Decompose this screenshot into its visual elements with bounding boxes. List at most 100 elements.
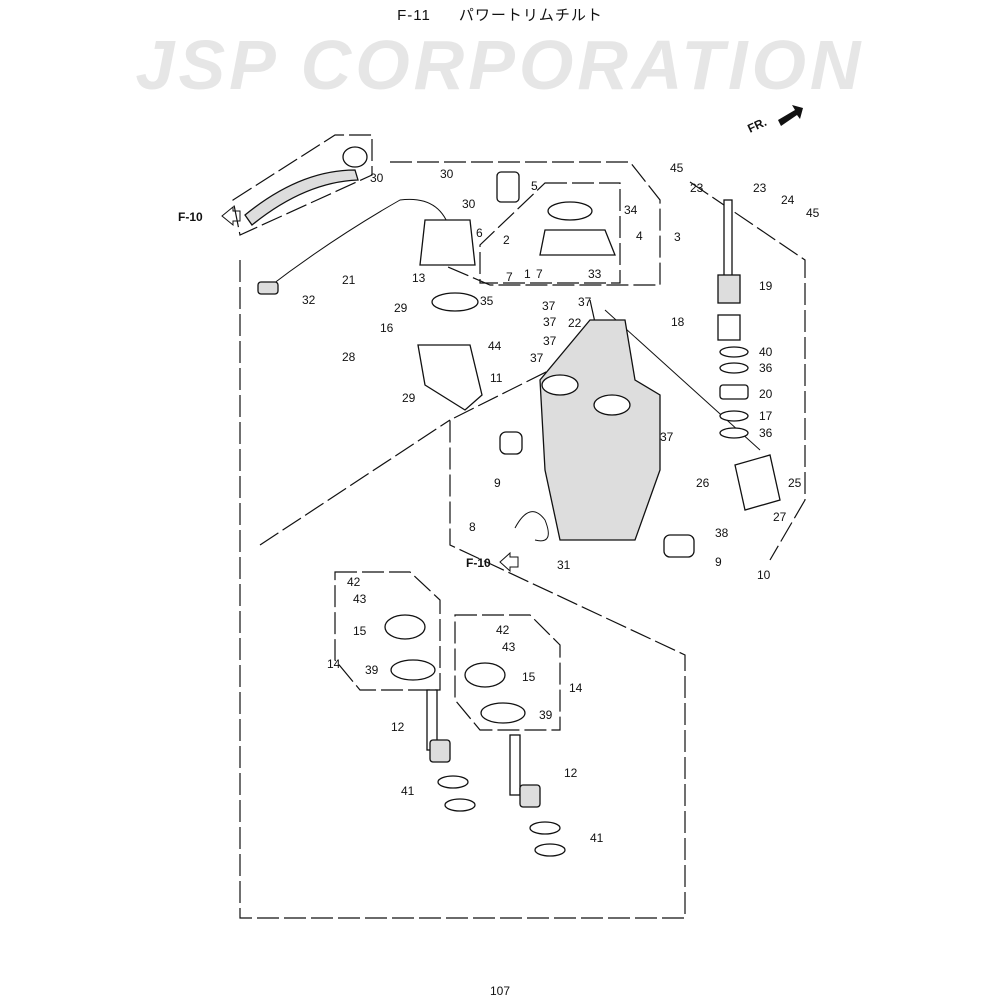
trim-cylinder-body (539, 319, 661, 541)
callout-9: 9 (715, 555, 722, 569)
hose-clamp (342, 146, 368, 168)
solenoid (496, 171, 520, 203)
cable-connector (257, 281, 279, 295)
callout-33: 33 (588, 267, 602, 281)
seal-15-left (384, 614, 426, 640)
callout-37: 37 (660, 430, 674, 444)
callout-14: 14 (327, 657, 341, 671)
ring-41-left-a (437, 775, 469, 789)
ring-36a (719, 362, 749, 374)
piston-12-left (429, 739, 451, 763)
ref-f10-top: F-10 (178, 210, 203, 224)
callout-22: 22 (568, 316, 582, 330)
callout-7: 7 (506, 270, 513, 284)
cap-20 (719, 384, 749, 400)
o-ring-35 (431, 292, 479, 312)
top-assembly-boundary (390, 161, 661, 286)
figure-title: パワートリムチルト (458, 7, 603, 24)
callout-36: 36 (759, 426, 773, 440)
ground-wire-8 (514, 511, 549, 542)
callout-11: 11 (490, 371, 503, 385)
callout-15: 15 (353, 624, 367, 638)
callout-20: 20 (759, 387, 773, 401)
callout-30: 30 (462, 197, 476, 211)
callout-9: 9 (494, 476, 501, 490)
callout-32: 32 (302, 293, 316, 307)
callout-41: 41 (590, 831, 604, 845)
callout-43: 43 (353, 592, 367, 606)
cylinder-top-left (541, 374, 579, 396)
callout-25: 25 (788, 476, 802, 490)
callout-37: 37 (543, 334, 557, 348)
callout-21: 21 (342, 273, 356, 287)
callout-14: 14 (569, 681, 583, 695)
page-number: 107 (489, 984, 511, 998)
callout-37: 37 (578, 295, 592, 309)
callout-2: 2 (503, 233, 510, 247)
callout-28: 28 (342, 350, 356, 364)
callout-8: 8 (469, 520, 476, 534)
callout-1: 1 (524, 267, 531, 281)
ring-41-right-a (529, 821, 561, 835)
callout-23: 23 (753, 181, 767, 195)
hose (244, 169, 359, 226)
callout-45: 45 (670, 161, 684, 175)
callout-39: 39 (539, 708, 553, 722)
callout-19: 19 (759, 279, 773, 293)
callout-30: 30 (370, 171, 384, 185)
tilt-rod (723, 199, 733, 281)
callout-38: 38 (715, 526, 729, 540)
callout-36: 36 (759, 361, 773, 375)
seal-15-right (464, 662, 506, 688)
callout-4: 4 (636, 229, 643, 243)
motor (419, 219, 476, 266)
callout-37: 37 (543, 315, 557, 329)
cylinder-top-right (593, 394, 631, 416)
callout-23: 23 (690, 181, 704, 195)
callout-15: 15 (522, 670, 536, 684)
callout-37: 37 (542, 299, 556, 313)
right-boundary (689, 181, 806, 561)
manual-valve-25 (734, 454, 781, 511)
callout-7: 7 (536, 267, 543, 281)
filter-9-bottom (663, 534, 695, 558)
callout-30: 30 (440, 167, 454, 181)
hose-boundary (232, 134, 373, 236)
ring-17 (719, 410, 749, 422)
callout-37: 37 (530, 351, 544, 365)
callout-5: 5 (531, 179, 538, 193)
callout-24: 24 (781, 193, 795, 207)
ring-40 (719, 346, 749, 358)
watermark: JSP CORPORATION (135, 26, 865, 104)
callout-41: 41 (401, 784, 415, 798)
rod-12-right (509, 734, 521, 796)
callout-29: 29 (402, 391, 416, 405)
callout-18: 18 (671, 315, 685, 329)
o-ring-39-right (480, 702, 526, 724)
callout-31: 31 (557, 558, 571, 572)
callout-13: 13 (412, 271, 426, 285)
callout-26: 26 (696, 476, 710, 490)
ring-41-right-b (534, 843, 566, 857)
callout-39: 39 (365, 663, 379, 677)
callout-12: 12 (564, 766, 578, 780)
callout-17: 17 (759, 409, 773, 423)
piston-12-right (519, 784, 541, 808)
callout-35: 35 (480, 294, 494, 308)
tilt-piston (717, 274, 741, 304)
callout-12: 12 (391, 720, 405, 734)
callout-44: 44 (488, 339, 502, 353)
callout-16: 16 (380, 321, 394, 335)
callout-34: 34 (624, 203, 638, 217)
o-ring-39-left (390, 659, 436, 681)
ring-41-left-b (444, 798, 476, 812)
callout-29: 29 (394, 301, 408, 315)
front-arrow-icon (778, 105, 803, 126)
callout-42: 42 (496, 623, 510, 637)
front-indicator: FR. (745, 115, 768, 136)
callout-3: 3 (674, 230, 681, 244)
filter-9-top (499, 431, 523, 455)
seal-kit-left (334, 571, 441, 691)
callout-45: 45 (806, 206, 820, 220)
